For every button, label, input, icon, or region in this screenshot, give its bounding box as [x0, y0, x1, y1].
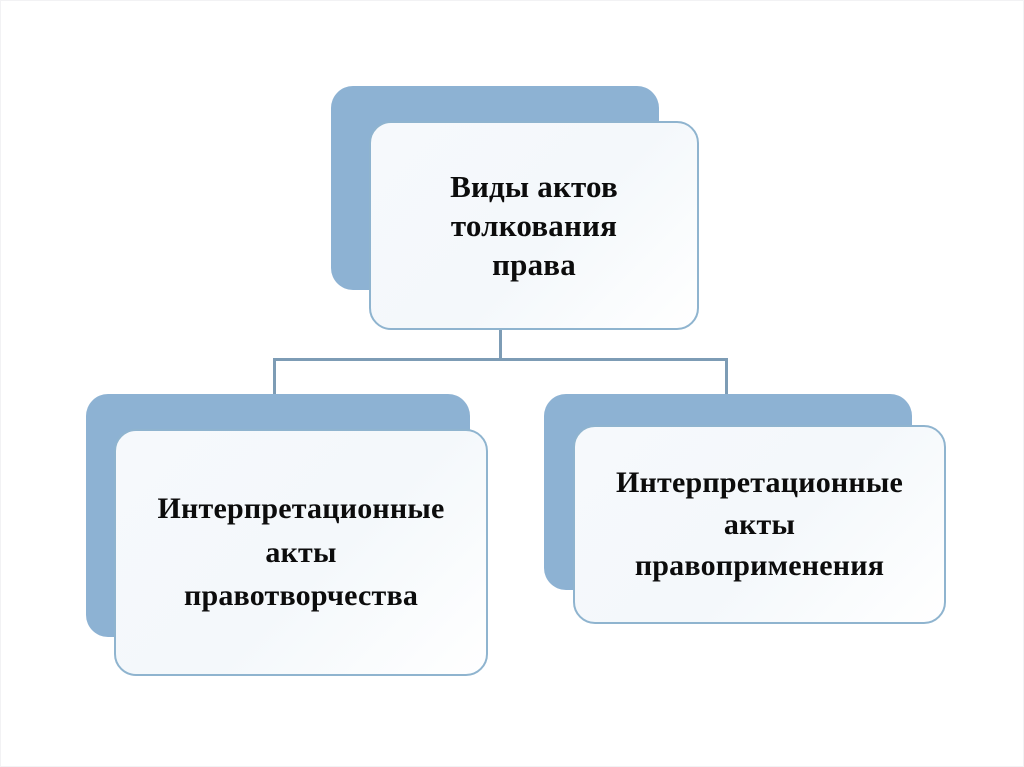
node-left-card[interactable]: Интерпретационные акты правотворчества	[114, 429, 488, 676]
connector-vertical-root	[499, 323, 502, 361]
node-root[interactable]: Виды актов толкования права	[331, 86, 699, 330]
connector-horizontal-branch	[273, 358, 728, 361]
node-left-label: Интерпретационные акты правотворчества	[157, 492, 445, 613]
node-interpretive-acts-lawmaking[interactable]: Интерпретационные акты правотворчества	[86, 394, 488, 676]
node-root-card[interactable]: Виды актов толкования права	[369, 121, 699, 330]
connector-vertical-right	[725, 358, 728, 398]
node-right-label: Интерпретационные акты правоприменения	[615, 466, 904, 583]
node-root-label: Виды актов толкования права	[450, 168, 618, 283]
node-interpretive-acts-enforcement[interactable]: Интерпретационные акты правоприменения	[544, 394, 946, 624]
connector-vertical-left	[273, 358, 276, 398]
node-right-card[interactable]: Интерпретационные акты правоприменения	[573, 425, 946, 624]
